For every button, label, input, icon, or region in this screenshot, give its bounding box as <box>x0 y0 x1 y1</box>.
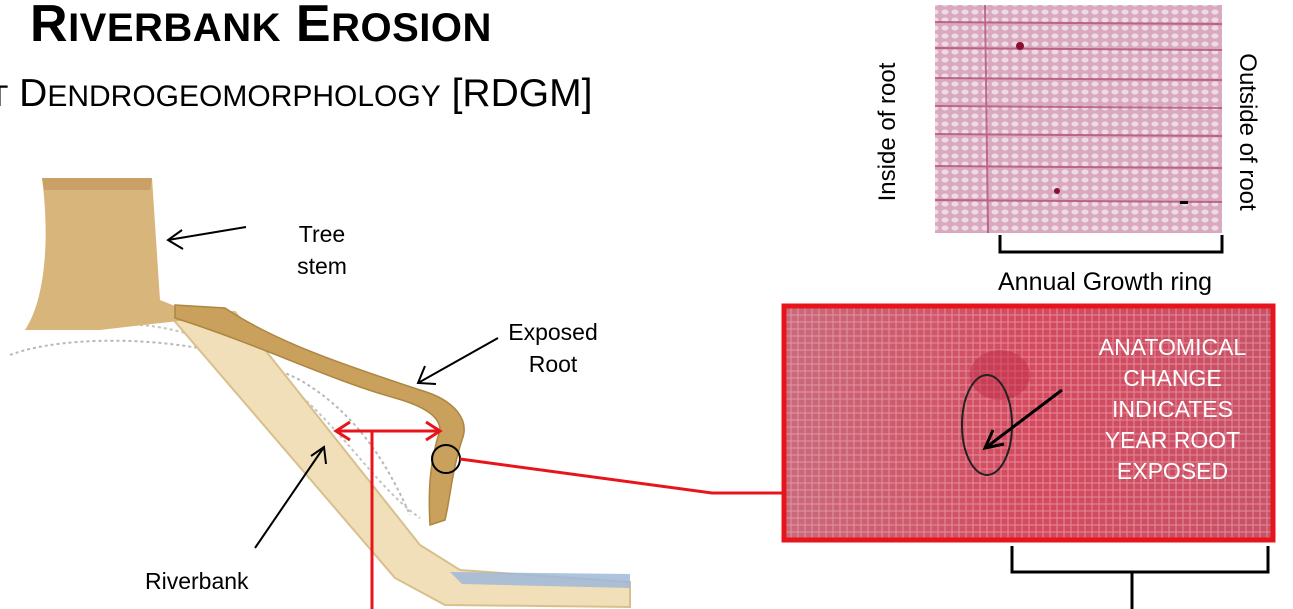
annual-growth-ring-label: Annual Growth ring <box>998 268 1212 297</box>
exposed-root-label-line1: Exposed <box>488 316 618 348</box>
exposed-root-label-line2: Root <box>488 348 618 380</box>
anatomical-line1: ANATOMICAL <box>1070 332 1275 363</box>
exposed-root-label: Exposed Root <box>488 316 618 380</box>
tree-stem-label-line2: stem <box>272 250 372 282</box>
tree-stem-label: Tree stem <box>272 218 372 282</box>
exposure-bracket <box>1012 546 1268 572</box>
anatomical-change-label: ANATOMICAL CHANGE INDICATES YEAR ROOT EX… <box>1070 332 1275 487</box>
anatomical-line3: INDICATES <box>1070 394 1275 425</box>
top-micrograph <box>935 5 1222 233</box>
arrow-to-root <box>418 338 498 384</box>
connector-line <box>460 459 784 493</box>
annual-ring-bracket <box>1000 235 1222 252</box>
tree-stem-label-line1: Tree <box>272 218 372 250</box>
anatomical-line4: YEAR ROOT <box>1070 425 1275 456</box>
tree-stem-top <box>42 178 152 190</box>
anatomical-line5: EXPOSED <box>1070 456 1275 487</box>
anatomical-line2: CHANGE <box>1070 363 1275 394</box>
outside-of-root-label: Outside of root <box>1233 32 1261 232</box>
inside-of-root-label: Inside of root <box>874 32 902 232</box>
riverbank-label: Riverbank <box>145 568 249 595</box>
arrow-to-stem <box>168 227 246 249</box>
